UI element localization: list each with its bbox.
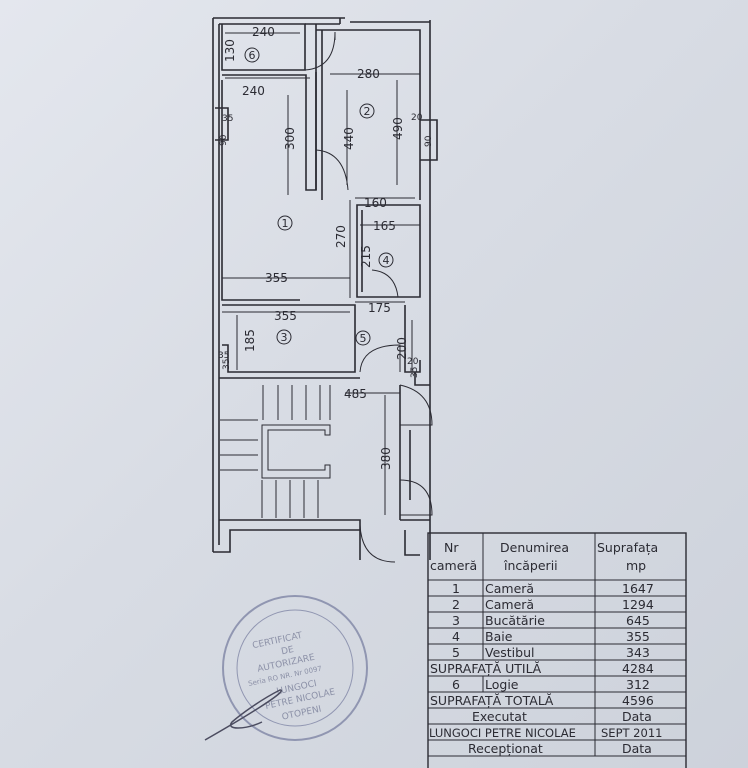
walls xyxy=(212,17,438,560)
dim-20-b: 20 xyxy=(407,357,419,367)
cell-area: 645 xyxy=(626,613,650,628)
dim-240-room1: 240 xyxy=(242,84,265,98)
usable-area-label: SUPRAFAȚĂ UTILĂ xyxy=(430,661,542,676)
header-name: Denumirea xyxy=(500,540,569,555)
dimension-labels: 240 130 280 240 300 440 490 35 90 20 90 … xyxy=(218,25,434,470)
date-label-1: Data xyxy=(622,709,652,724)
cell-nr: 1 xyxy=(452,581,460,596)
dim-35-d: 35 xyxy=(410,367,420,378)
execution-date: SEPT 2011 xyxy=(601,726,662,740)
dim-280: 280 xyxy=(357,67,380,81)
dimension-lines xyxy=(222,32,420,515)
dim-185: 185 xyxy=(243,329,257,352)
area-table: Nr cameră Denumirea încăperii Suprafața … xyxy=(427,532,687,768)
dim-90-right: 90 xyxy=(424,135,434,147)
cell-name: Bucătărie xyxy=(485,613,545,628)
dim-490: 490 xyxy=(391,117,405,140)
dim-35-c: 35 xyxy=(222,359,232,370)
cell-nr: 5 xyxy=(452,645,460,660)
dim-130: 130 xyxy=(223,39,237,62)
room-1-label: 1 xyxy=(282,217,289,230)
table-row: 5 Vestibul 343 xyxy=(452,645,650,660)
doors xyxy=(304,31,433,563)
cell-nr: 6 xyxy=(452,677,460,692)
header-name2: încăperii xyxy=(503,558,558,573)
signature xyxy=(204,689,283,741)
dim-20: 20 xyxy=(411,113,423,123)
cell-name: Cameră xyxy=(485,597,534,612)
usable-area-value: 4284 xyxy=(622,661,654,676)
cell-name: Logie xyxy=(485,677,519,692)
date-label-2: Data xyxy=(622,741,652,756)
room-6-label: 6 xyxy=(249,49,256,62)
executed-label: Executat xyxy=(472,709,527,724)
cell-area: 343 xyxy=(626,645,650,660)
stamp-de: DE xyxy=(280,645,295,657)
total-area-label: SUPRAFAȚĂ TOTALĂ xyxy=(430,693,554,708)
cell-name: Baie xyxy=(485,629,513,644)
dim-215: 215 xyxy=(359,245,373,268)
dim-160: 160 xyxy=(364,196,387,210)
table-row: 3 Bucătărie 645 xyxy=(452,613,650,628)
room-labels: 6 1 2 3 4 5 xyxy=(244,47,394,346)
room-5-label: 5 xyxy=(360,332,367,345)
dim-270: 270 xyxy=(334,225,348,248)
dim-240-logia: 240 xyxy=(252,25,275,39)
dim-300: 300 xyxy=(283,127,297,150)
stamp-title: CERTIFICAT xyxy=(252,631,304,651)
dim-380: 380 xyxy=(379,447,393,470)
cell-nr: 3 xyxy=(452,613,460,628)
cell-area: 312 xyxy=(626,677,650,692)
table-row: 4 Baie 355 xyxy=(452,629,650,644)
table-row-logie: 6 Logie 312 xyxy=(452,677,650,692)
dim-165: 165 xyxy=(373,219,396,233)
dim-355-room1: 355 xyxy=(265,271,288,285)
dim-485: 485 xyxy=(344,387,367,401)
header-area: Suprafața xyxy=(597,540,658,555)
room-4-label: 4 xyxy=(383,254,390,267)
dim-355-kitchen: 355 xyxy=(274,309,297,323)
cell-area: 355 xyxy=(626,629,650,644)
header-nr2: cameră xyxy=(430,558,477,573)
total-area-value: 4596 xyxy=(622,693,654,708)
dim-90-left: 90 xyxy=(219,134,229,146)
certification-stamp: CERTIFICAT DE AUTORIZARE Seria RO NR. Nr… xyxy=(204,595,368,741)
room-3-label: 3 xyxy=(281,331,288,344)
table-row: 2 Cameră 1294 xyxy=(452,597,654,612)
author-name: LUNGOCI PETRE NICOLAE xyxy=(429,726,576,740)
dim-200: 200 xyxy=(395,337,409,360)
header-nr: Nr xyxy=(444,540,459,555)
dim-35: 35 xyxy=(222,114,233,124)
cell-name: Cameră xyxy=(485,581,534,596)
header-area2: mp xyxy=(626,558,646,573)
dim-35-b: 35 xyxy=(218,351,229,361)
cell-name: Vestibul xyxy=(485,645,535,660)
dim-175: 175 xyxy=(368,301,391,315)
cell-nr: 4 xyxy=(452,629,460,644)
dim-440: 440 xyxy=(342,127,356,150)
table-row: 1 Cameră 1647 xyxy=(452,581,654,596)
cell-area: 1294 xyxy=(622,597,654,612)
received-label: Recepționat xyxy=(468,741,543,756)
room-2-label: 2 xyxy=(364,105,371,118)
cell-nr: 2 xyxy=(452,597,460,612)
cell-area: 1647 xyxy=(622,581,654,596)
staircase xyxy=(220,385,331,518)
